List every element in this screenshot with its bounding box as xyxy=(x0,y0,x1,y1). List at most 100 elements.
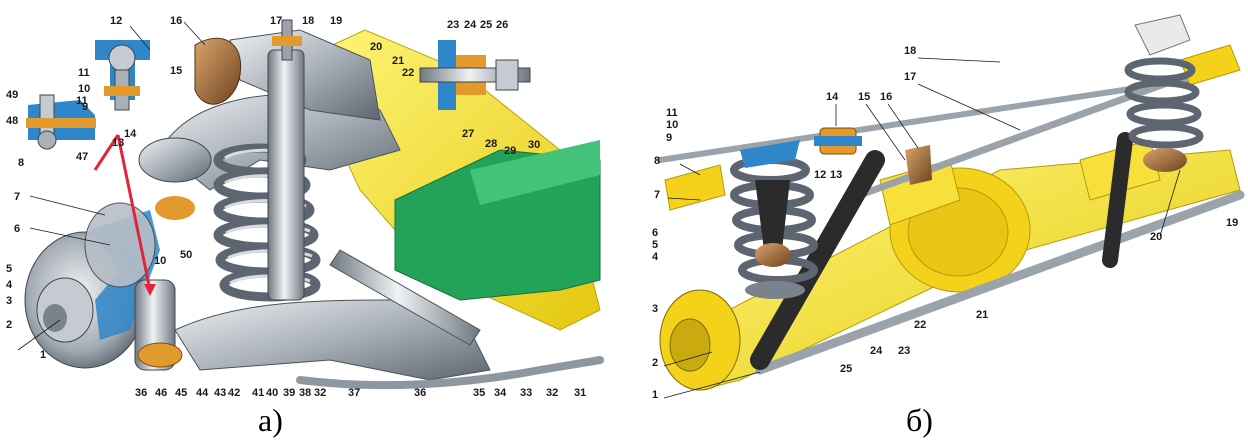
rear-suspension-illustration xyxy=(657,14,1245,391)
callout: 13 xyxy=(830,169,842,181)
callout: 48 xyxy=(6,115,18,127)
callout: 25 xyxy=(840,363,852,375)
axle-bump-stop xyxy=(905,145,932,185)
callout: 4 xyxy=(652,251,659,263)
callout: 8 xyxy=(18,157,24,169)
shock-absorber xyxy=(267,49,305,301)
callout: 16 xyxy=(170,15,182,27)
caption-left: а) xyxy=(258,402,283,438)
callout: 36 xyxy=(414,387,426,399)
rear-bump-cushion xyxy=(755,243,791,267)
callout: 25 xyxy=(480,19,492,31)
brake-shield xyxy=(84,202,156,288)
callout: 39 xyxy=(283,387,295,399)
callout: 7 xyxy=(654,189,660,201)
callout: 10 xyxy=(666,119,678,131)
callout: 6 xyxy=(652,227,658,239)
callout: 8 xyxy=(654,155,660,167)
callout: 18 xyxy=(302,15,314,27)
callout: 23 xyxy=(898,345,910,357)
callout: 9 xyxy=(82,101,88,113)
callout: 44 xyxy=(196,387,209,399)
stabilizer-bar xyxy=(296,356,604,390)
callout: 15 xyxy=(858,91,870,103)
callout: 19 xyxy=(330,15,342,27)
spring-top-cup xyxy=(1134,14,1191,56)
callout: 11 xyxy=(666,107,678,119)
spring-section-blue xyxy=(740,140,800,168)
upper-ball-joint-boot xyxy=(155,196,195,220)
callout: 30 xyxy=(528,139,540,151)
leader-lines xyxy=(17,21,1181,399)
red-arrowhead xyxy=(144,284,156,296)
cross-member xyxy=(229,29,381,121)
hub-nut xyxy=(43,304,67,332)
spring-seat xyxy=(745,281,805,299)
callout: 22 xyxy=(402,67,414,79)
callout: 43 xyxy=(214,387,226,399)
callout: 32 xyxy=(546,387,558,399)
bushing-inset xyxy=(419,40,531,110)
callout: 33 xyxy=(520,387,532,399)
right-callouts: 18 17 14 15 16 11 10 9 8 7 12 13 6 5 4 3… xyxy=(652,45,1238,401)
red-arrow-icon xyxy=(93,134,152,291)
front-suspension-illustration xyxy=(24,19,604,390)
bump-stop-rear xyxy=(755,180,790,250)
lower-control-arm xyxy=(174,299,491,381)
lower-ball-joint xyxy=(137,342,183,368)
callout: 11 xyxy=(76,95,88,107)
callout: 40 xyxy=(266,387,278,399)
callout: 4 xyxy=(6,279,13,291)
ball-joint-inset xyxy=(95,40,150,111)
callout: 13 xyxy=(112,137,124,149)
callout: 35 xyxy=(473,387,485,399)
callout: 20 xyxy=(370,41,382,53)
callout: 45 xyxy=(175,387,187,399)
right-shock-absorber xyxy=(1102,132,1133,268)
callout: 21 xyxy=(392,55,404,67)
callout: 18 xyxy=(904,45,916,57)
callout: 32 xyxy=(314,387,326,399)
upper-ball-joint xyxy=(138,137,212,183)
lower-longitudinal-rod xyxy=(755,190,1245,375)
callout: 9 xyxy=(666,132,672,144)
callout: 47 xyxy=(76,151,88,163)
callout: 41 xyxy=(252,387,264,399)
bump-stop xyxy=(194,37,242,105)
callout: 49 xyxy=(6,89,18,101)
callout: 14 xyxy=(826,91,839,103)
callout: 28 xyxy=(485,138,497,150)
callout: 2 xyxy=(6,319,12,331)
callout: 36 xyxy=(135,387,147,399)
callout: 12 xyxy=(814,169,826,181)
lower-ball-joint-inset xyxy=(26,94,96,150)
callout: 11 xyxy=(78,67,90,79)
frame-highlight xyxy=(470,140,600,205)
right-bump-cushion xyxy=(1143,148,1187,172)
callout: 29 xyxy=(504,145,516,157)
callout: 3 xyxy=(652,303,658,315)
callout: 1 xyxy=(652,389,658,401)
left-bracket xyxy=(664,164,726,211)
callout: 34 xyxy=(494,387,507,399)
callout: 5 xyxy=(6,263,12,275)
callout: 19 xyxy=(1226,217,1238,229)
callout: 23 xyxy=(447,19,459,31)
callout: 22 xyxy=(914,319,926,331)
callout: 26 xyxy=(496,19,508,31)
callout: 7 xyxy=(14,191,20,203)
callout: 3 xyxy=(6,295,12,307)
rear-shock-absorber xyxy=(750,150,885,370)
left-callouts: 12 16 17 18 19 23 24 25 26 11 10 9 15 49… xyxy=(6,15,586,399)
transverse-rod xyxy=(657,77,1193,163)
strut-rod xyxy=(329,249,481,346)
callout: 10 xyxy=(154,255,166,267)
callout: 17 xyxy=(904,71,916,83)
callout: 1 xyxy=(40,349,46,361)
callout: 6 xyxy=(14,223,20,235)
caption-right: б) xyxy=(906,402,933,438)
callout: 27 xyxy=(462,128,474,140)
callout: 37 xyxy=(348,387,360,399)
